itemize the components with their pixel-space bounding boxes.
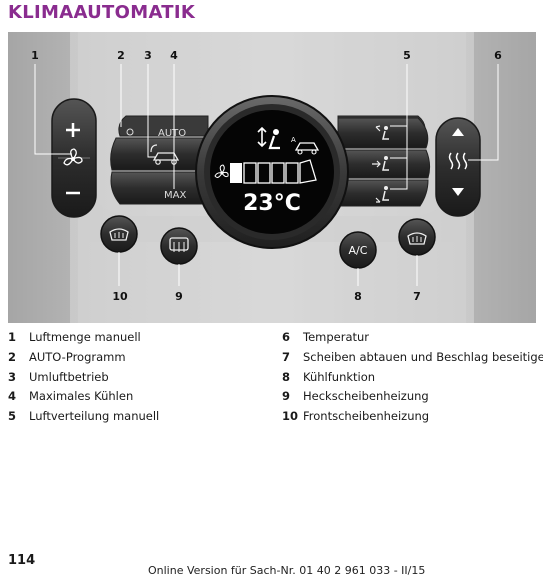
callout-5: 5 bbox=[403, 49, 411, 62]
ac-button[interactable]: A/C bbox=[339, 231, 377, 269]
temperature-control[interactable] bbox=[435, 117, 481, 217]
max-label: MAX bbox=[164, 190, 186, 201]
windshield-defrost-button[interactable] bbox=[100, 215, 138, 253]
temperature-segments bbox=[230, 159, 317, 184]
callout-1: 1 bbox=[31, 49, 39, 62]
rear-defrost-icon bbox=[169, 237, 189, 252]
svg-text:A: A bbox=[291, 136, 296, 144]
seat-heating-icon bbox=[448, 152, 468, 170]
page-number: 114 bbox=[8, 553, 36, 568]
arrow-up-icon[interactable] bbox=[452, 128, 464, 136]
temperature-value: 23°C bbox=[243, 191, 301, 216]
climate-control-figure: AUTO MAX bbox=[8, 32, 536, 323]
page-title: KLIMAAUTOMATIK bbox=[8, 2, 196, 23]
callout-numbers: 1 2 3 4 5 6 10 9 8 7 bbox=[31, 49, 502, 303]
airflow-icon bbox=[375, 125, 389, 140]
airflow-icon bbox=[372, 156, 389, 171]
defrost-icon bbox=[407, 232, 427, 245]
right-button-bar bbox=[337, 115, 431, 207]
callout-6: 6 bbox=[494, 49, 502, 62]
callout-9: 9 bbox=[175, 290, 183, 303]
ac-label: A/C bbox=[349, 244, 368, 257]
recirculation-icon: A bbox=[291, 136, 320, 155]
left-button-bar bbox=[110, 115, 209, 205]
rear-window-defrost-button[interactable] bbox=[160, 227, 198, 265]
fan-icon bbox=[214, 164, 229, 178]
defrost-icon bbox=[109, 228, 129, 241]
airflow-windshield-button[interactable] bbox=[375, 125, 389, 140]
callout-2: 2 bbox=[117, 49, 125, 62]
auto-button[interactable]: AUTO bbox=[126, 128, 186, 139]
plus-icon[interactable] bbox=[66, 123, 80, 137]
callout-10: 10 bbox=[112, 290, 128, 303]
callout-4: 4 bbox=[170, 49, 178, 62]
max-defrost-button[interactable] bbox=[398, 218, 436, 256]
temperature-display[interactable]: A 23°C bbox=[195, 95, 349, 249]
callout-3: 3 bbox=[144, 49, 152, 62]
airflow-icon bbox=[375, 186, 389, 203]
airflow-feet-button[interactable] bbox=[375, 186, 389, 203]
callout-lines bbox=[34, 64, 499, 286]
auto-label: AUTO bbox=[158, 128, 186, 139]
airflow-icon bbox=[257, 126, 280, 150]
callout-7: 7 bbox=[413, 290, 421, 303]
arrow-down-icon[interactable] bbox=[452, 188, 464, 196]
footer-text: Online Version für Sach-Nr. 01 40 2 961 … bbox=[148, 564, 426, 577]
airflow-body-button[interactable] bbox=[372, 156, 389, 171]
callout-8: 8 bbox=[354, 290, 362, 303]
max-cooling-button[interactable]: MAX bbox=[164, 190, 186, 201]
